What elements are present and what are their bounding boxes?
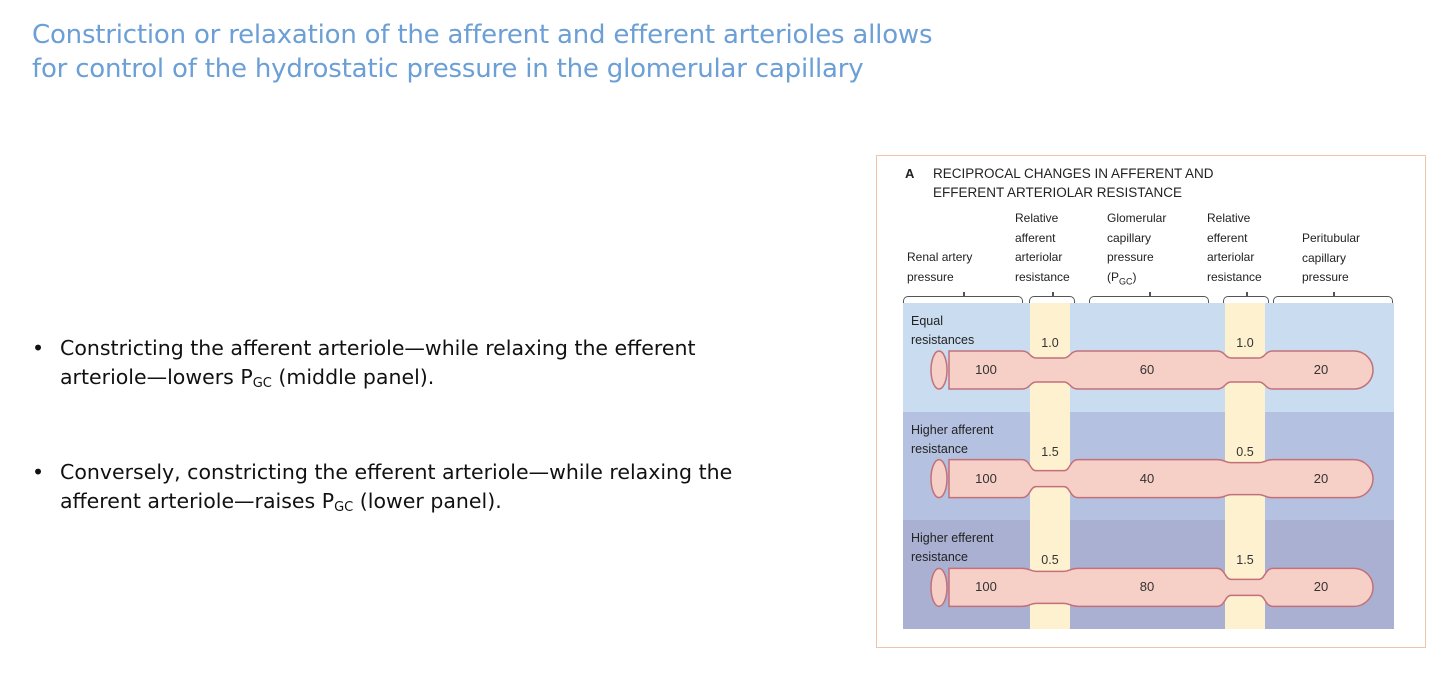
vessel-layer [930, 350, 1374, 608]
column-header-line: Relative [1015, 211, 1059, 225]
vessel-shape [948, 458, 1374, 499]
bullet-2-line-2-post: (lower panel). [353, 489, 502, 513]
panel-label-line: resistance [911, 550, 968, 565]
column-bracket-peritubular [1273, 292, 1393, 304]
peritubular-pressure-label: 20 [1313, 362, 1329, 377]
panel-label: Equal resistances [911, 312, 974, 350]
vessel-shape [948, 567, 1374, 608]
vessel-shape [948, 350, 1374, 390]
column-header-line: pressure [1302, 270, 1349, 284]
bullet-list: • Constricting the afferent arteriole—wh… [30, 334, 830, 582]
column-header-line: efferent [1207, 230, 1248, 245]
column-header-afferent: Relative afferent arteriolar resistance [1015, 209, 1070, 287]
renal-artery-pressure-label: 100 [975, 362, 997, 377]
bullet-dot-icon: • [32, 460, 45, 484]
column-header-line: Renal artery [907, 250, 973, 264]
glomerular-pressure-label: 80 [1139, 579, 1155, 595]
panel-label: Higher afferent resistance [911, 421, 993, 459]
bracket-tick [1052, 292, 1054, 297]
column-header-efferent: Relative efferent arteriolar resistance [1207, 209, 1262, 287]
panel-label-line: Equal [911, 314, 943, 328]
figure-letter: A [905, 166, 915, 181]
bullet-1-line-2: arteriole—lowers PGC (middle panel). [60, 363, 830, 398]
bullet-2-subscript: GC [334, 500, 354, 515]
column-header-line: pressure [907, 269, 954, 284]
bullet-1-line-2-pre: arteriole—lowers P [60, 365, 253, 389]
vessel-inlet-end [930, 567, 948, 608]
column-header-renal-artery: Renal artery pressure [907, 248, 972, 287]
arteriolar-resistance-figure: A RECIPROCAL CHANGES IN AFFERENT AND EFF… [876, 155, 1426, 648]
column-bracket-efferent [1223, 292, 1269, 304]
figure-title-line-2: EFFERENT ARTERIOLAR RESISTANCE [933, 185, 1183, 200]
efferent-resistance-label: 1.0 [1236, 336, 1254, 350]
column-header-line: Relative [1207, 211, 1251, 225]
column-bracket-renal-artery [903, 292, 1023, 304]
column-header-line: capillary [1302, 250, 1347, 265]
bullet-1-line-2-post: (middle panel). [271, 365, 435, 389]
column-header-line: (PGC) [1107, 268, 1166, 292]
figure-title: RECIPROCAL CHANGES IN AFFERENT AND EFFER… [933, 164, 1214, 202]
bracket-tick [1149, 292, 1151, 297]
bullet-1-subscript: GC [252, 376, 272, 391]
vessel-inlet-end [930, 350, 948, 390]
column-header-line: capillary [1107, 230, 1152, 245]
bracket-tick [963, 292, 965, 297]
bullet-item-efferent: • Conversely, constricting the efferent … [30, 458, 830, 522]
peritubular-pressure-label: 20 [1313, 470, 1329, 486]
panel-label-line: resistances [911, 333, 975, 347]
bullet-2-line-2: afferent arteriole—raises PGC (lower pan… [60, 487, 830, 522]
glomerular-pressure-label: 60 [1139, 362, 1155, 377]
column-header-pgc-post: ) [1132, 269, 1137, 284]
bracket-tick [1333, 292, 1335, 297]
bracket-tick [1246, 292, 1248, 297]
column-header-line: afferent [1015, 230, 1056, 245]
panel-label-line: Higher efferent [911, 531, 994, 546]
glomerular-pressure-label: 40 [1139, 470, 1155, 486]
column-header-line: Glomerular [1107, 211, 1167, 225]
bullet-2-line-2-pre: afferent arteriole—raises P [60, 489, 335, 513]
efferent-resistance-label: 1.5 [1236, 553, 1254, 568]
slide-title-line-1: Constriction or relaxation of the affere… [32, 20, 933, 50]
panel-label-line: Higher afferent [911, 422, 994, 437]
column-header-line: arteriolar [1207, 250, 1255, 264]
slide-title: Constriction or relaxation of the affere… [32, 18, 933, 86]
column-header-line: Peritubular [1302, 231, 1361, 245]
bullet-item-afferent: • Constricting the afferent arteriole—wh… [30, 334, 830, 398]
vessel-inlet-end [930, 458, 948, 499]
column-header-pgc-sub: GC [1119, 275, 1133, 286]
column-bracket-afferent [1029, 292, 1075, 304]
column-header-line: arteriolar [1015, 250, 1063, 264]
renal-artery-pressure-label: 100 [975, 579, 997, 595]
bullet-dot-icon: • [32, 336, 45, 360]
afferent-resistance-label: 1.0 [1041, 336, 1059, 350]
efferent-resistance-label: 0.5 [1236, 444, 1254, 459]
column-header-pgc-pre: (P [1107, 269, 1119, 284]
panel-label: Higher efferent resistance [911, 529, 993, 567]
column-header-line: pressure [1107, 250, 1154, 264]
afferent-resistance-label: 1.5 [1041, 444, 1059, 459]
slide-title-line-2: for control of the hydrostatic pressure … [32, 54, 864, 84]
bullet-1-line-1: Constricting the afferent arteriole—whil… [60, 336, 696, 360]
column-header-peritubular: Peritubular capillary pressure [1302, 229, 1360, 288]
afferent-resistance-label: 0.5 [1041, 553, 1059, 568]
column-header-glomerular: Glomerular capillary pressure (PGC) [1107, 209, 1166, 291]
column-header-line: resistance [1207, 269, 1262, 284]
column-bracket-glomerular [1089, 292, 1209, 304]
renal-artery-pressure-label: 100 [975, 470, 997, 486]
panel-label-line: resistance [911, 441, 968, 456]
peritubular-pressure-label: 20 [1313, 579, 1329, 595]
figure-title-line-1: RECIPROCAL CHANGES IN AFFERENT AND [933, 166, 1214, 181]
bullet-2-line-1: Conversely, constricting the efferent ar… [60, 460, 733, 484]
column-header-line: resistance [1015, 269, 1070, 284]
